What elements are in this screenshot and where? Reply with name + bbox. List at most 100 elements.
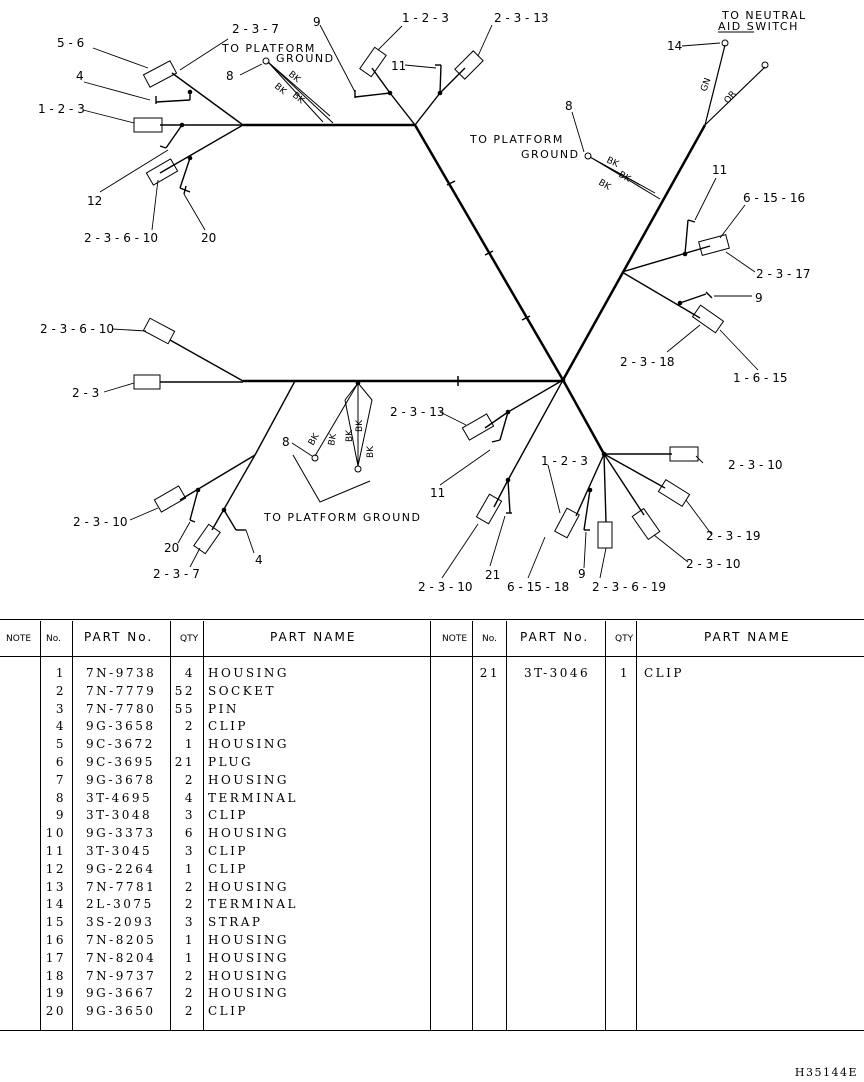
part-quantity: 2 [184,719,195,734]
part-number: 3T-3048 [86,808,153,823]
table-top-rule [0,619,864,620]
branch-left-middle [169,339,244,382]
callout-2-3: 2 - 3 [72,386,99,400]
callout-21: 21 [485,568,500,582]
branch-top [354,64,466,126]
ground-wires-top [267,61,334,124]
header-note: NOTE [6,634,32,644]
caption-platform-ground-right-2: GROUND [521,148,580,161]
ground-terminal-8-bottom [311,454,319,462]
connector-2-3-10-far [631,507,661,541]
branch-center-low [484,379,564,514]
callout-9-top: 9 [313,15,321,29]
part-quantity: 3 [184,808,195,823]
part-quantity: 2 [184,1004,195,1019]
callout-20-top: 20 [201,231,216,245]
callout-12: 12 [87,194,102,208]
part-number-index: 11 [45,844,66,858]
callout-8-bottom: 8 [282,435,290,449]
wire-label-bk: BK [355,419,365,432]
part-number-index: 20 [45,1004,66,1019]
callout-8-right: 8 [565,99,573,113]
part-name: CLIP [208,1004,248,1019]
part-quantity: 1 [184,737,195,752]
part-number: 9G-3650 [86,1004,156,1019]
part-quantity: 4 [184,666,195,680]
ground-terminal-8-right [584,152,592,160]
callout-4-bottom: 4 [255,553,263,567]
part-number: 9G-3678 [86,772,156,787]
part-number: 7N-7780 [86,701,157,716]
header-part-name: PART NAME [704,630,791,644]
callout-5-6: 5 - 6 [57,36,84,50]
branch-lower-left [179,380,296,531]
part-quantity: 3 [184,915,195,930]
part-number: 2L-3075 [86,897,154,912]
callout-2-3-13-top: 2 - 3 - 13 [494,11,548,25]
part-name: HOUSING [208,826,289,841]
wire-label-bk: BK [366,445,376,458]
callout-2-3-19: 2 - 3 - 19 [706,529,760,543]
part-number: 7N-7781 [86,879,157,894]
part-name: HOUSING [208,968,289,983]
harness-trunk [243,123,707,455]
part-quantity: 6 [184,826,195,841]
terminal-14-or [761,61,769,69]
trunk-tape-marks [446,180,531,386]
wire-label-bk: BK [307,431,322,447]
part-number: 7N-8204 [86,950,157,965]
caption-platform-ground-top-1: TO PLATFORM [221,42,316,55]
connector-1-2-3-left [133,117,163,133]
callout-6-15-16: 6 - 15 - 16 [743,191,805,205]
captions: TO PLATFORM GROUND TO PLATFORM GROUND TO… [221,9,805,524]
part-name: CLIP [208,861,248,876]
callout-4-top: 4 [76,69,84,83]
caption-neutral-aid-2: AID SWITCH [718,20,799,33]
col-rule [605,621,606,1030]
part-quantity: 2 [184,986,195,1001]
callout-1-2-3-left: 1 - 2 - 3 [38,102,85,116]
header-part-no: PART No. [84,630,154,644]
ground-terminal-8-bottom-2 [354,465,362,473]
callout-11-mid: 11 [430,486,445,500]
wiring-harness-diagram: 2 - 3 - 7 5 - 6 4 1 - 2 - 3 12 2 - 3 - 6… [38,9,810,594]
part-number-index: 12 [45,861,66,876]
part-number-index: 3 [55,701,66,716]
callout-9-bottom: 9 [578,567,586,581]
table-bottom-rule [0,1030,864,1031]
part-number-index: 16 [45,933,66,947]
part-quantity: 2 [184,968,195,983]
part-name: CLIP [208,719,248,734]
part-name: TERMINAL [208,897,298,912]
part-number-index: 15 [45,915,66,930]
col-rule [170,621,171,1030]
table-header-rule [0,656,864,657]
part-number-index: 4 [55,719,66,734]
part-name: HOUSING [208,950,289,965]
callout-2-3-13-mid: 2 - 3 - 13 [390,405,444,419]
connector-2-3-6-10-top [145,158,179,186]
callout-2-3-6-10-mid: 2 - 3 - 6 - 10 [40,322,114,336]
part-number: 9G-3667 [86,986,156,1001]
header-qty: QTY [180,634,199,644]
header-no: No. [46,634,61,644]
part-number: 3S-2093 [86,915,155,930]
wire-label-bk: BK [286,70,303,86]
part-number: 9G-3373 [86,826,156,841]
connector-2-3 [133,374,161,390]
connector-6-15-18 [554,507,580,539]
branch-right [621,219,713,319]
part-number-index: 17 [45,950,66,965]
part-name: HOUSING [208,737,289,752]
connector-1-6-15 [691,304,725,334]
ground-terminal-8-top [262,57,270,65]
wire-label-bk: BK [272,82,289,98]
part-name: HOUSING [208,933,289,947]
callout-2-3-10-far: 2 - 3 - 10 [686,557,740,571]
part-number-index: 18 [45,968,66,983]
part-name: HOUSING [208,772,289,787]
wire-label-bk: BK [605,156,621,171]
wire-label-bk: BK [327,432,339,447]
part-quantity: 4 [184,790,195,805]
part-number-index: 6 [55,755,66,769]
